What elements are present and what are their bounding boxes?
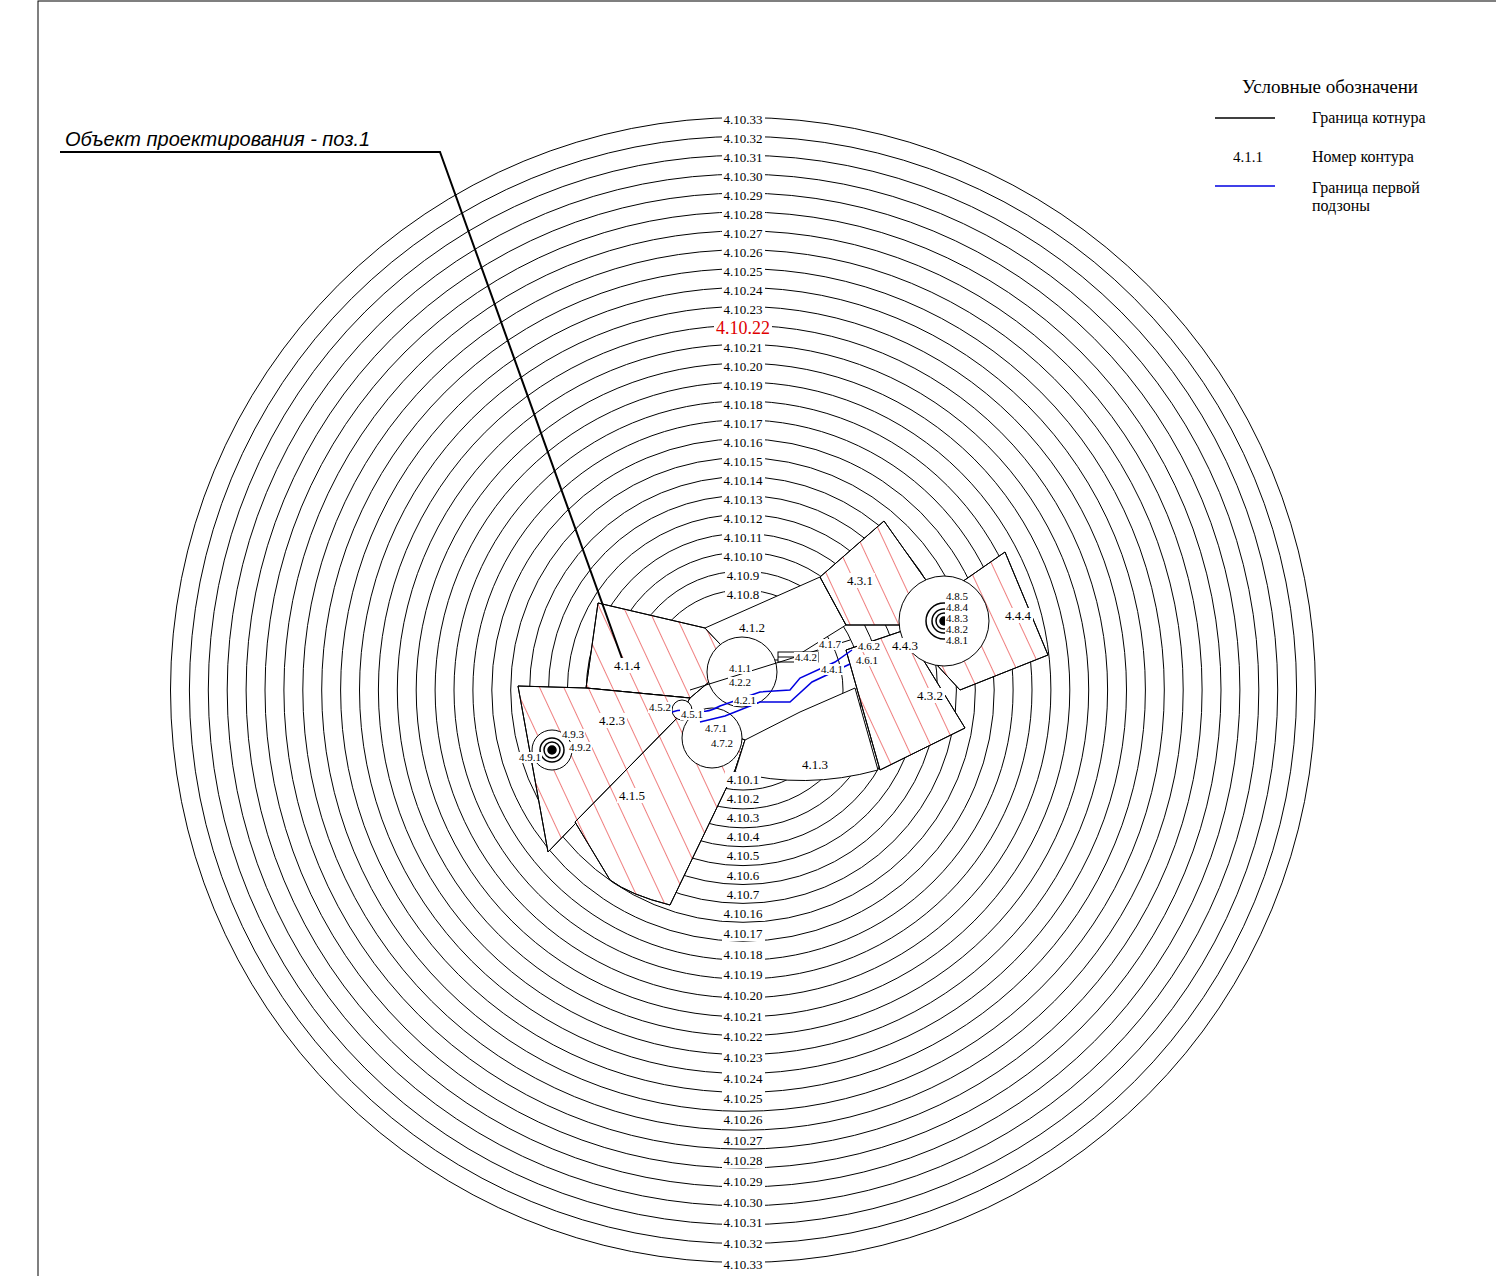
contour-number: 4.9.1 [518, 752, 542, 763]
contour-number: 4.10.3 [725, 810, 762, 825]
contour-number: 4.2.1 [733, 695, 757, 706]
contour-number: 4.10.22 [722, 1029, 765, 1044]
contour-number: 4.4.2 [794, 652, 818, 663]
contour-number: 4.10.26 [722, 1112, 765, 1127]
contour-number: 4.10.32 [722, 1236, 765, 1251]
contour-number: 4.1.4 [612, 658, 642, 673]
contour-number: 4.1.3 [800, 757, 830, 772]
legend-sample-number: 4.1.1 [1231, 149, 1265, 166]
contour-number: 4.10.31 [722, 1215, 765, 1230]
contour-number: 4.10.29 [722, 188, 765, 203]
legend-text: Граница котнура [1310, 109, 1428, 127]
contour-number: 4.10.30 [722, 169, 765, 184]
contour-number: 4.1.7 [818, 639, 842, 650]
contour-number: 4.10.31 [722, 150, 765, 165]
contour-number: 4.10.23 [722, 1050, 765, 1065]
contour-number: 4.1.1 [728, 663, 752, 674]
contour-number: 4.10.6 [725, 868, 762, 883]
contour-number: 4.10.17 [722, 416, 765, 431]
contour-number: 4.10.19 [722, 378, 765, 393]
contour-number: 4.4.1 [820, 664, 844, 675]
legend-line-sample [1215, 185, 1275, 187]
contour-number: 4.3.1 [845, 573, 875, 588]
contour-number: 4.8.1 [945, 635, 969, 646]
leader-line [60, 152, 624, 664]
contour-number: 4.10.16 [722, 435, 765, 450]
contour-number: 4.8.2 [945, 624, 969, 635]
contour-number: 4.10.23 [722, 302, 765, 317]
contour-number: 4.10.12 [722, 511, 765, 526]
contour-number: 4.8.3 [945, 613, 969, 624]
contour-number: 4.10.30 [722, 1195, 765, 1210]
contour-number: 4.10.25 [722, 1091, 765, 1106]
contour-number: 4.7.2 [710, 738, 734, 749]
contour-number: 4.10.9 [725, 568, 762, 583]
contour-number: 4.10.18 [722, 947, 765, 962]
contour-number: 4.10.32 [722, 131, 765, 146]
contour-number: 4.2.2 [728, 677, 752, 688]
contour-number: 4.10.1 [725, 772, 762, 787]
contour-number: 4.10.10 [722, 549, 765, 564]
contour-number: 4.1.2 [737, 620, 767, 635]
legend-heading: Условные обозначени [1240, 76, 1420, 97]
zone-rings [171, 118, 1316, 1263]
contour-number: 4.4.4 [1003, 608, 1033, 623]
contour-number: 4.5.1 [680, 709, 704, 720]
contour-number: 4.10.27 [722, 226, 765, 241]
contour-number: 4.10.33 [722, 112, 765, 127]
contour-number: 4.10.8 [725, 587, 762, 602]
contour-number: 4.10.13 [722, 492, 765, 507]
contour-number: 4.10.15 [722, 454, 765, 469]
contour-number: 4.7.1 [704, 723, 728, 734]
contour-number: 4.9.3 [561, 729, 585, 740]
contour-number: 4.10.25 [722, 264, 765, 279]
contour-number: 4.10.2 [725, 791, 762, 806]
contour-number: 4.10.29 [722, 1174, 765, 1189]
contour-number: 4.6.1 [855, 655, 879, 666]
contour-number: 4.10.18 [722, 397, 765, 412]
contour-number: 4.10.19 [722, 967, 765, 982]
contour-number: 4.6.2 [857, 641, 881, 652]
contour-number: 4.10.28 [722, 1153, 765, 1168]
contour-number: 4.10.26 [722, 245, 765, 260]
contour-number: 4.10.28 [722, 207, 765, 222]
contour-number: 4.10.14 [722, 473, 765, 488]
contour-number: 4.10.27 [722, 1133, 765, 1148]
callout-label: Объект проектирования - поз.1 [65, 129, 370, 149]
contour-number: 4.10.20 [722, 359, 765, 374]
contour-number: 4.10.24 [722, 283, 765, 298]
contour-number: 4.10.11 [722, 530, 765, 545]
radar-circles [532, 576, 989, 770]
contour-number: 4.8.4 [945, 602, 969, 613]
contour-number: 4.10.16 [722, 906, 765, 921]
contour-number: 4.1.5 [617, 788, 647, 803]
legend-text: Номер контура [1310, 148, 1416, 166]
sheet-frame [38, 1, 1496, 1276]
first-subzone-boundary [672, 650, 852, 722]
contour-number: 4.8.5 [945, 591, 969, 602]
contour-number: 4.10.20 [722, 988, 765, 1003]
contour-number: 4.10.17 [722, 926, 765, 941]
contour-number: 4.9.2 [568, 742, 592, 753]
contour-number: 4.10.24 [722, 1071, 765, 1086]
contour-number: 4.10.21 [722, 340, 765, 355]
contour-number: 4.10.33 [722, 1257, 765, 1272]
contour-number: 4.2.3 [597, 713, 627, 728]
contour-number: 4.10.7 [725, 887, 762, 902]
contour-number: 4.10.5 [725, 848, 762, 863]
contour-number: 4.10.21 [722, 1009, 765, 1024]
contour-number: 4.3.2 [915, 688, 945, 703]
contour-number: 4.5.2 [648, 702, 672, 713]
contour-number: 4.10.22 [714, 318, 772, 338]
legend-line-sample [1215, 117, 1275, 119]
legend-text: Граница первой подзоны [1310, 178, 1474, 217]
sectors [518, 521, 1048, 905]
contour-number: 4.10.4 [725, 829, 762, 844]
contour-number: 4.4.3 [890, 638, 920, 653]
